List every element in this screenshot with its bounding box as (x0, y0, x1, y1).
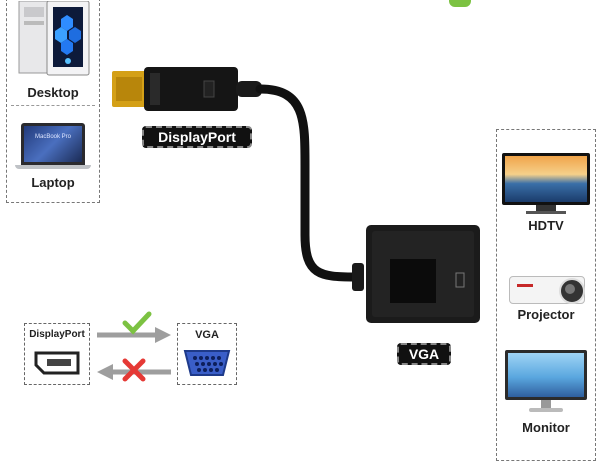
divider (11, 105, 95, 107)
brand-accent (449, 0, 471, 7)
hdtv-label: HDTV (528, 218, 564, 233)
projector-icon (509, 272, 585, 306)
adapter-cable (112, 67, 480, 323)
displayport-port-icon (34, 351, 80, 375)
check-icon (122, 311, 152, 335)
display-devices-panel: HDTV Projector Monitor (496, 129, 596, 461)
monitor-label: Monitor (522, 420, 570, 435)
monitor-icon (505, 350, 587, 414)
projector-label: Projector (517, 307, 575, 322)
legend-target-label: VGA (195, 329, 219, 341)
cross-icon (122, 358, 146, 382)
desktop-pc-icon (18, 1, 90, 76)
legend-target-box: VGA (177, 323, 237, 385)
desktop-label: Desktop (27, 85, 79, 100)
source-devices-panel: Desktop MacBook Pro Laptop (6, 0, 100, 203)
reverse-arrow (97, 364, 171, 380)
laptop-screen-text: MacBook Pro (34, 134, 71, 140)
laptop-label: Laptop (31, 175, 75, 190)
vga-port-icon (183, 350, 231, 376)
vga-tag: VGA (397, 343, 451, 365)
legend-source-label: DisplayPort (29, 329, 85, 340)
forward-arrow (97, 327, 171, 343)
laptop-icon: MacBook Pro (15, 123, 91, 171)
hdtv-icon (502, 153, 590, 215)
legend-source-box: DisplayPort (24, 323, 90, 385)
displayport-tag: DisplayPort (142, 126, 252, 148)
